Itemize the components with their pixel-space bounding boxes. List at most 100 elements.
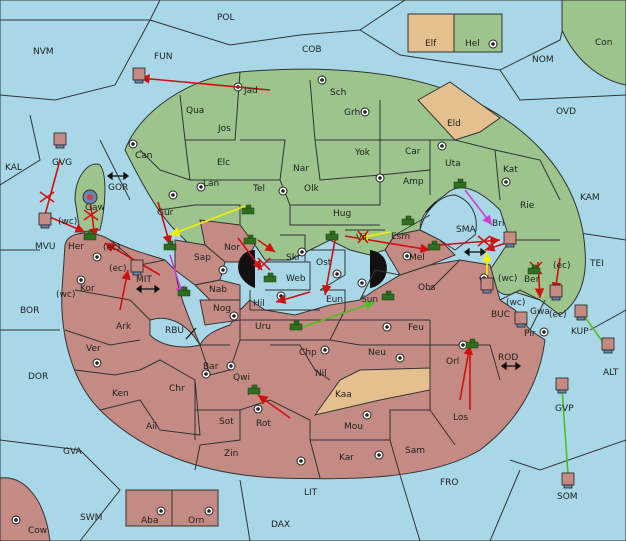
label-olk: Olk: [304, 184, 320, 194]
army-units[interactable]: [83, 178, 541, 395]
supply-center-dot: [76, 275, 86, 285]
army-unit: [427, 240, 441, 251]
label-sap: Sap: [194, 253, 211, 263]
supply-center-dot: [317, 75, 327, 85]
supply-center-dot: [362, 410, 372, 420]
label-zin: Zin: [224, 449, 238, 459]
supply-center-dot: [229, 311, 239, 321]
label-sch: Sch: [330, 88, 346, 98]
label-pir: Pir: [524, 329, 536, 339]
label-elf: Elf: [425, 39, 437, 49]
label-ken: Ken: [112, 389, 129, 399]
sea-connections: [106, 171, 522, 371]
army-unit: [263, 272, 277, 283]
label-eld: Eld: [447, 119, 461, 129]
supply-center-dot: [196, 182, 206, 192]
supply-centers: [11, 39, 549, 525]
label-nor: Nor: [224, 243, 240, 253]
label-kaa: Kaa: [335, 390, 352, 400]
central-blackhole-east: [370, 250, 387, 288]
fleet-unit: [574, 304, 588, 321]
label-hel: Hel: [465, 39, 480, 49]
label-fro: FRO: [440, 478, 459, 488]
label-car: Car: [405, 147, 421, 157]
label-ost: Ost: [316, 258, 332, 268]
label-can: Can: [135, 151, 153, 161]
supply-center-dot: [204, 506, 214, 516]
province-eld[interactable]: [417, 81, 501, 141]
label-nom: NOM: [532, 55, 554, 65]
fleet-unit: [555, 377, 569, 394]
label-yok: Yok: [354, 148, 371, 158]
label-gor: GOR: [108, 183, 128, 193]
supply-center-dot: [360, 107, 370, 117]
fleet-unit: [53, 132, 67, 149]
label-cow: Cow: [28, 526, 47, 536]
label-nil: Nil: [315, 369, 327, 379]
label-ber: Ber: [524, 275, 540, 285]
supply-center-dot: [226, 361, 236, 371]
label-rie: Rie: [520, 201, 535, 211]
province-nab[interactable]: [193, 279, 241, 301]
supply-center-dot: [539, 327, 549, 337]
supply-center-dot: [375, 173, 385, 183]
fleet-units[interactable]: [38, 67, 615, 489]
label-grh: Grh: [344, 108, 360, 118]
supply-center-dot: [92, 358, 102, 368]
move-orders: [44, 74, 606, 476]
red-labels: Nor Sap Nab Nog Mel Obs Sun Uru Feu Chp …: [68, 242, 550, 526]
province-hel[interactable]: [453, 13, 503, 53]
central-blackhole-west: [238, 250, 255, 288]
label-vil: Vil: [356, 233, 367, 243]
label-aba: Aba: [141, 516, 158, 526]
label-cob: COB: [302, 45, 322, 55]
army-unit: [325, 230, 339, 241]
label-ver: Ver: [86, 344, 101, 354]
label-hil: Hil: [253, 299, 265, 309]
dislodged-unit-icon: [82, 189, 98, 205]
label-rod: ROD: [498, 353, 518, 363]
label-ail: Ail: [146, 422, 157, 432]
label-esm: Esm: [391, 232, 410, 242]
army-unit: [247, 384, 261, 395]
label-web: Web: [286, 274, 306, 284]
label-gvg: GVG: [52, 158, 72, 168]
supply-center-dot: [296, 456, 306, 466]
label-lit: LIT: [304, 488, 318, 498]
label-neu: Neu: [368, 348, 386, 358]
fleet-unit: [130, 259, 144, 276]
army-unit: [453, 178, 467, 189]
label-fun: FUN: [154, 52, 173, 62]
supply-center-dot: [395, 353, 405, 363]
neutral-labels: Eld Kaa Elf: [335, 39, 461, 400]
label-kal: KAL: [5, 163, 22, 173]
label-alt: ALT: [603, 368, 619, 378]
supply-center-dot: [501, 177, 511, 187]
label-swm: SWM: [80, 513, 102, 523]
label-uta: Uta: [445, 159, 461, 169]
coast-note: (ec): [549, 310, 567, 320]
label-bri: Bri: [492, 219, 504, 229]
label-sam: Sam: [405, 446, 425, 456]
fleet-unit: [561, 472, 575, 489]
army-unit: [163, 240, 177, 251]
label-kam: KAM: [580, 193, 600, 203]
label-skr: Skr: [286, 253, 301, 263]
label-chr: Chr: [169, 384, 185, 394]
label-pol: POL: [217, 13, 235, 23]
label-nvm: NVM: [33, 47, 54, 57]
province-elf[interactable]: [407, 13, 455, 53]
supply-center-dot: [276, 291, 286, 301]
label-nab: Nab: [209, 285, 227, 295]
label-nog: Nog: [213, 304, 231, 314]
label-rot: Rot: [256, 419, 271, 429]
label-hug: Hug: [333, 209, 351, 219]
supply-center-dot: [11, 515, 21, 525]
label-gvp: GVP: [555, 404, 574, 414]
label-sma: SMA: [456, 225, 476, 235]
label-kar: Kar: [339, 453, 354, 463]
label-jos: Jos: [217, 124, 231, 134]
fleet-unit: [132, 67, 146, 84]
label-rbu: RBU: [165, 326, 184, 336]
label-som: SOM: [557, 492, 578, 502]
